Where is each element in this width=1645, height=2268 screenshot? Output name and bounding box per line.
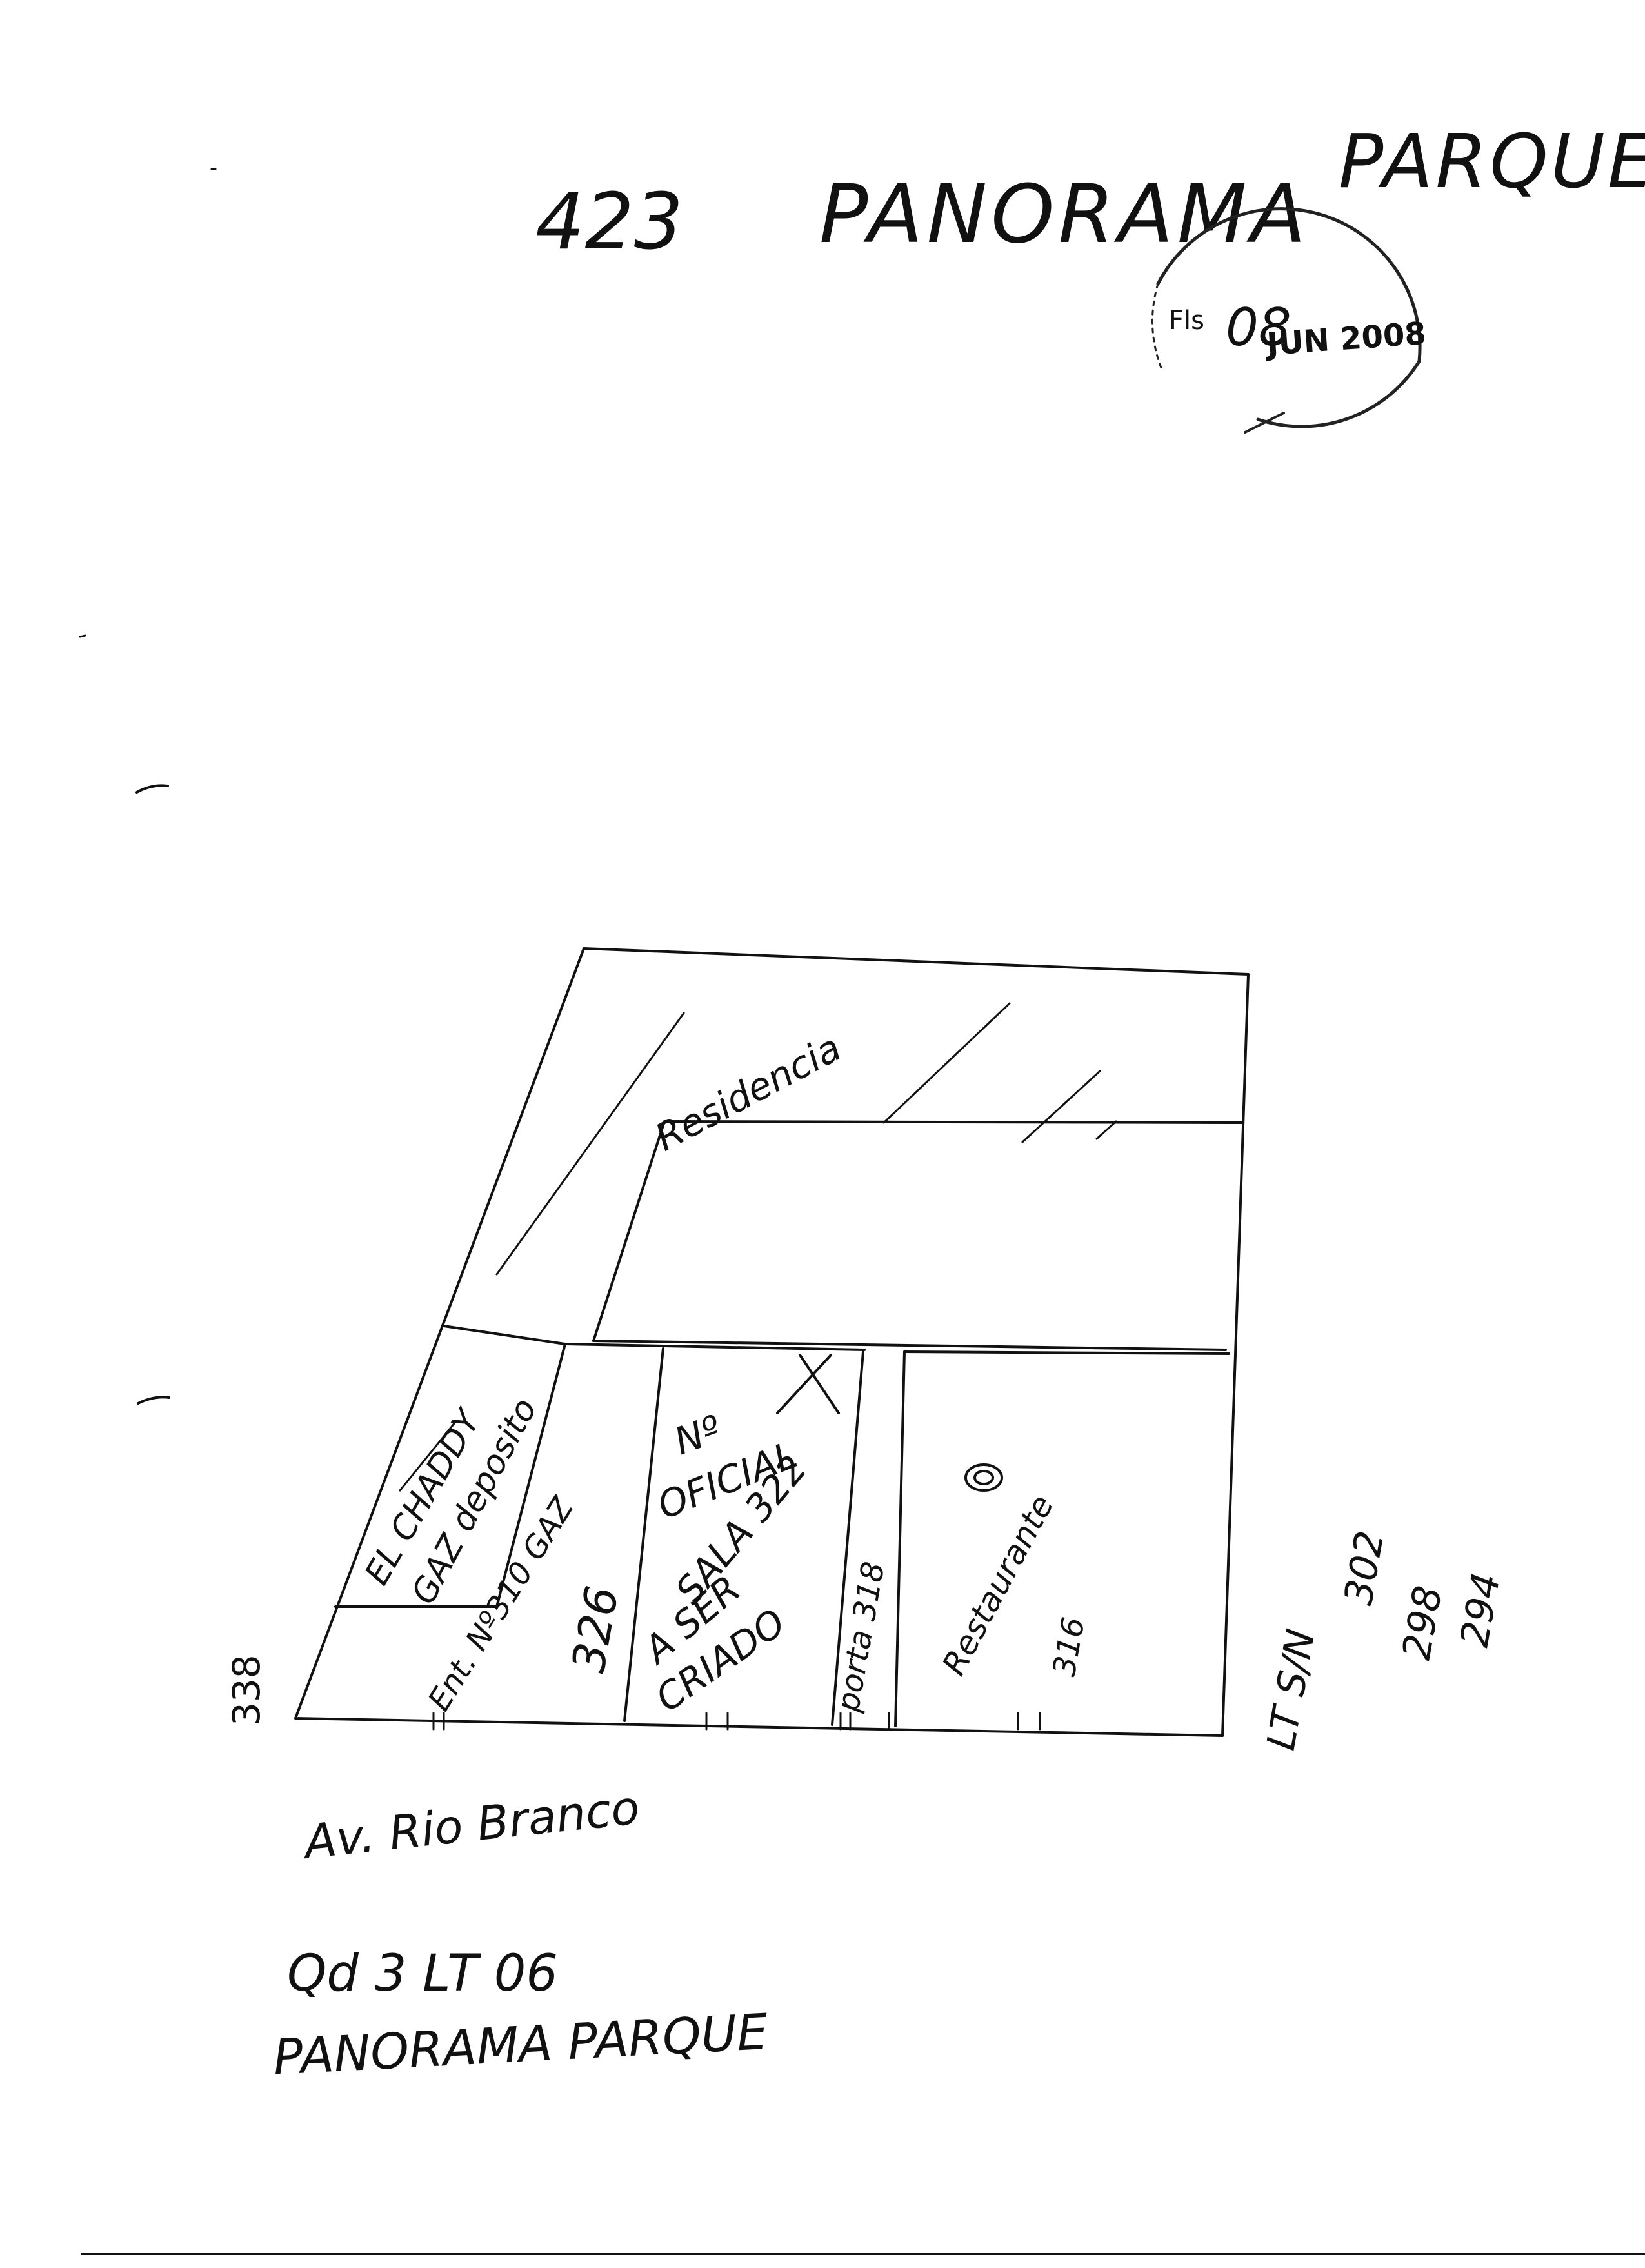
footer-line2: PANORAMA PARQUE [272, 2003, 769, 2086]
label-number-326: 326 [562, 1582, 629, 1676]
label-lot-side: LT S/N [1259, 1626, 1324, 1754]
received-stamp: Fls 08 JUN 2008 [1152, 207, 1428, 434]
street-name: Av. Rio Branco [299, 1780, 642, 1869]
footer-line1: Qd 3 LT 06 [287, 1945, 558, 2003]
label-residencia: Residencia [648, 1025, 848, 1159]
block-sketch [294, 947, 1250, 1737]
label-no-oficial-1: Nº [669, 1407, 727, 1463]
stamp-partial-text: Fls [1169, 306, 1204, 336]
header-title-word2: PARQUE [1339, 119, 1645, 205]
scan-marks [79, 168, 217, 1405]
label-number-294: 294 [1452, 1570, 1510, 1651]
label-number-316: 316 [1046, 1614, 1092, 1679]
header-lot-number: 423 [535, 177, 683, 267]
label-restaurante: Restaurante [935, 1489, 1061, 1681]
stamp-handwritten-day: 08 [1226, 297, 1291, 357]
header-title-word1: PANORAMA [819, 168, 1310, 261]
label-number-298: 298 [1394, 1583, 1451, 1663]
label-number-338: 338 [224, 1654, 268, 1726]
label-number-302: 302 [1336, 1528, 1393, 1609]
